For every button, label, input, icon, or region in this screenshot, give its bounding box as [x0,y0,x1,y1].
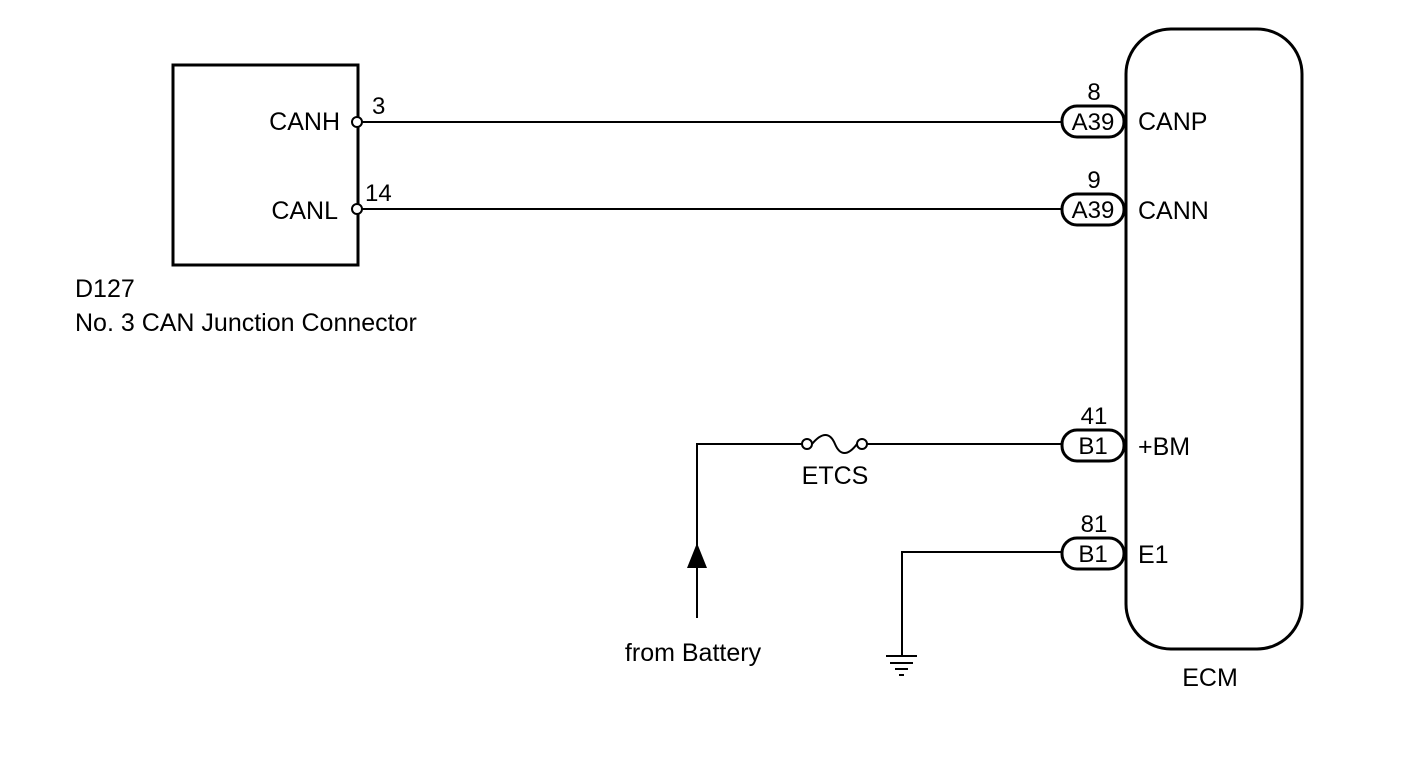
fuse-terminal-right [856,438,868,450]
ecm-connector-label-a39-cann: A39 [1072,197,1115,224]
ecm-connector-b1-e1 [1060,536,1126,571]
junction-code: D127 [75,275,135,303]
wire-ground [901,551,1062,655]
junction-terminal-canl [351,203,363,215]
ecm-pin-number-9: 9 [1087,167,1100,194]
battery-label: from Battery [625,639,762,667]
junction-pin-number-14: 14 [365,180,392,207]
ecm-terminal-label-e1: E1 [1138,541,1169,569]
wire-battery-feed [696,443,802,618]
junction-pin-label-canl: CANL [271,197,338,225]
ecm-terminal-label-cann: CANN [1138,197,1209,225]
ecm-connector-b1-bm [1060,428,1126,463]
ecm-label: ECM [1182,664,1238,692]
junction-terminal-canh [351,116,363,128]
junction-pin-label-canh: CANH [269,108,340,136]
ecm-connector-label-a39-canp: A39 [1072,109,1115,136]
junction-pin-number-3: 3 [372,93,385,120]
ecm-connector-a39-cann [1060,192,1126,227]
fuse-label: ETCS [802,462,869,490]
ecm-pin-number-8: 8 [1087,79,1100,106]
ecm-connector-label-b1-bm: B1 [1078,433,1107,460]
fuse-terminal-left [801,438,813,450]
fuse-icon [811,434,858,454]
ground-icon [886,655,917,676]
arrow-up-icon [687,543,707,568]
ecm-pin-number-41: 41 [1081,403,1108,430]
junction-connector-box [171,63,360,267]
ecm-box [1124,27,1304,651]
ecm-pin-number-81: 81 [1081,511,1108,538]
ecm-terminal-label-canp: CANP [1138,108,1207,136]
ecm-terminal-label-bm: +BM [1138,433,1190,461]
junction-name: No. 3 CAN Junction Connector [75,309,417,337]
ecm-connector-a39-canp [1060,104,1126,139]
ecm-connector-label-b1-e1: B1 [1078,541,1107,568]
